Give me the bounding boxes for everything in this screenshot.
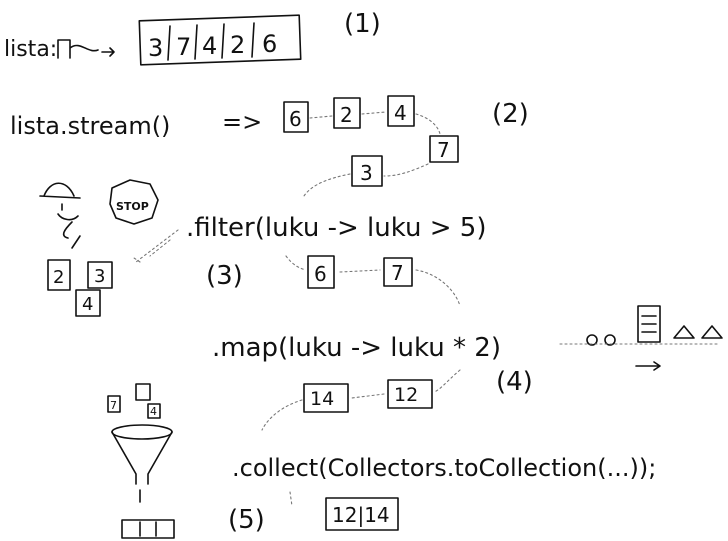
map-call: .map(luku -> luku * 2) xyxy=(212,333,501,363)
stream-arrow: => xyxy=(222,108,262,136)
mapped-element: 14 xyxy=(310,388,334,410)
funnel-item-box xyxy=(147,403,161,419)
mapped-element: 12 xyxy=(394,384,418,406)
array-cell: 6 xyxy=(262,30,277,58)
result-box xyxy=(325,497,399,531)
mapped-box xyxy=(387,379,433,409)
stream-flow-dots xyxy=(303,111,441,197)
machine-sketch-icon xyxy=(559,305,723,371)
array-cell: 7 xyxy=(176,33,191,61)
lista-label: lista: xyxy=(4,37,57,62)
rejected-element: 2 xyxy=(53,267,64,288)
step-label-3: (3) xyxy=(206,261,243,291)
rejected-element: 4 xyxy=(82,294,93,315)
stop-figure-icon: STOP xyxy=(39,179,159,249)
filter-flow-dots xyxy=(285,255,461,307)
rejected-box xyxy=(75,289,101,317)
stream-element-box xyxy=(283,101,309,133)
squiggle-arrow-icon xyxy=(57,39,115,59)
stream-element: 2 xyxy=(340,103,353,127)
rejected-box xyxy=(47,259,71,291)
funnel-item: 4 xyxy=(150,405,157,418)
stream-element-box xyxy=(429,135,459,163)
result-collection: 12|14 xyxy=(332,503,390,527)
funnel-icon: 7 4 xyxy=(107,383,175,539)
array-cell: 4 xyxy=(202,32,217,60)
rejected-element: 3 xyxy=(94,266,105,287)
stream-element-box xyxy=(351,155,383,187)
step-label-1: (1) xyxy=(344,9,381,39)
step-label-5: (5) xyxy=(228,505,265,535)
filtered-element: 6 xyxy=(314,262,327,286)
stream-element-box xyxy=(333,97,361,129)
mapped-box xyxy=(303,383,349,413)
stream-element: 7 xyxy=(437,138,450,162)
map-flow-dots xyxy=(261,369,461,431)
reject-arrow-icon xyxy=(133,229,179,263)
mapped-elements: 14 12 xyxy=(303,379,433,413)
source-array: 3 7 4 2 6 xyxy=(148,22,277,62)
rejected-elements: 2 3 4 xyxy=(47,259,113,317)
collect-call: .collect(Collectors.toCollection(...)); xyxy=(232,454,656,482)
step-label-4: (4) xyxy=(496,367,533,397)
stop-sign-icon xyxy=(109,179,159,225)
stop-sign-text: STOP xyxy=(116,200,149,213)
collect-flow-dots xyxy=(289,491,293,507)
array-cell: 2 xyxy=(230,31,245,59)
rejected-box xyxy=(87,261,113,289)
array-cell: 3 xyxy=(148,34,163,62)
filtered-box xyxy=(383,257,413,287)
funnel-item-box xyxy=(135,383,151,401)
filtered-element: 7 xyxy=(391,261,404,285)
filtered-elements: 6 7 xyxy=(307,255,413,289)
step-label-2: (2) xyxy=(492,99,529,129)
stream-elements: 6 2 4 7 3 xyxy=(283,95,459,187)
stream-call: lista.stream() xyxy=(10,112,170,140)
stream-element-box xyxy=(387,95,415,127)
source-array-frame xyxy=(138,14,302,66)
funnel-item-box xyxy=(107,395,121,413)
funnel-item: 7 xyxy=(110,399,117,412)
stream-element: 4 xyxy=(394,101,407,125)
stream-element: 6 xyxy=(289,107,302,131)
stream-element: 3 xyxy=(360,161,373,185)
filter-call: .filter(luku -> luku > 5) xyxy=(186,213,486,243)
filtered-box xyxy=(307,255,335,289)
